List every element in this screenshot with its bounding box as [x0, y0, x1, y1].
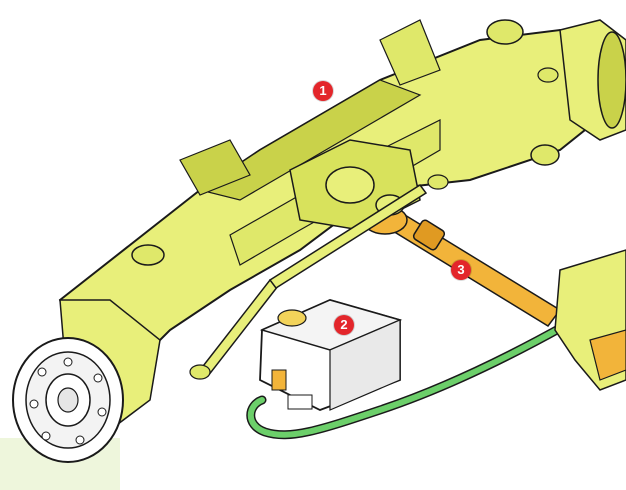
tie-rod — [189, 174, 449, 380]
green-hose-fill — [247, 287, 626, 438]
callout-marker-2: 2 — [334, 315, 354, 335]
hydraulic-unit — [259, 299, 403, 411]
left-wheel-hub — [12, 299, 161, 463]
callout-marker-3: 3 — [451, 260, 471, 280]
callout-marker-1: 1 — [313, 81, 333, 101]
right-wheel-hub — [559, 19, 626, 141]
